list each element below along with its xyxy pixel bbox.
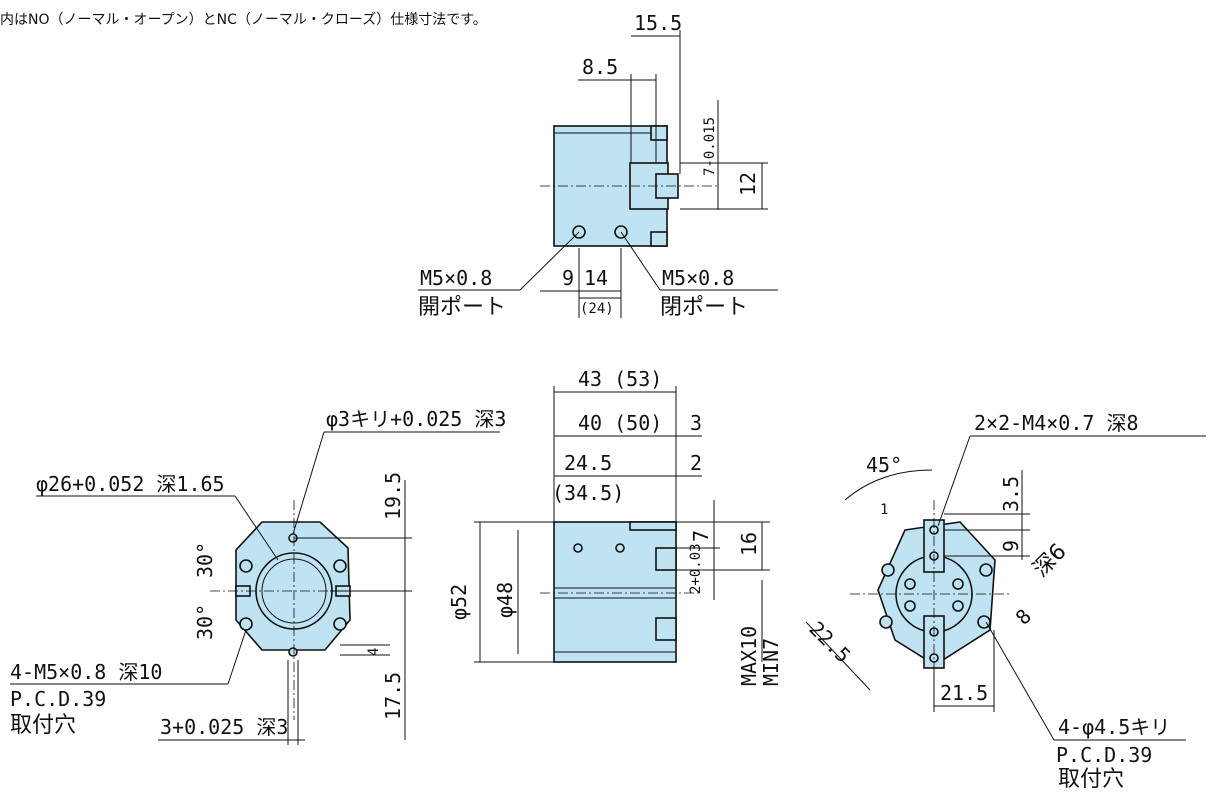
dim-12: 12 (736, 172, 760, 196)
open-port-label: 開ポート (418, 295, 506, 320)
right-view-mount-hole-2 (979, 563, 993, 577)
dim-3: 3 (690, 411, 702, 435)
middle-view-jaw-upper (655, 547, 677, 571)
dim-9: 9 (562, 266, 574, 290)
mount-spec: 4-M5×0.8 深10 (10, 660, 162, 684)
top-view: 15.5 8.5 7-0.015 12 M5×0.8 開ポート M5×0.8 閉… (418, 11, 778, 320)
caption-note: 内はNO（ノーマル・オープン）とNC（ノーマル・クローズ）仕様寸法です。 (0, 12, 487, 28)
middle-view: 43 (53) 40 (50) 3 24.5 (34.5) 2 φ52 φ48 … (447, 367, 783, 686)
leader-mount (227, 629, 247, 685)
right-view-screw-3 (904, 600, 916, 612)
mount-pcd: P.C.D.39 (10, 687, 106, 711)
dim-43: 43 (53) (578, 367, 662, 391)
dim-34-5: (34.5) (552, 481, 624, 505)
left-view-mount-hole-4 (333, 617, 347, 631)
dim-17-5: 17.5 (381, 672, 405, 720)
dim-14: 14 (584, 266, 608, 290)
pin-spec: φ3キリ+0.025 深3 (326, 407, 506, 431)
mount-label: 取付穴 (1058, 767, 1124, 792)
leader-pin (292, 431, 325, 535)
mount-spec: 4-φ4.5キリ (1058, 715, 1170, 739)
left-view-mount-hole-1 (239, 559, 253, 573)
leader-close-port (620, 231, 661, 291)
close-port-spec: M5×0.8 (662, 266, 734, 290)
angle-bottom: 30° (193, 604, 217, 640)
leader-bore (234, 495, 279, 561)
middle-view-port-2 (615, 543, 625, 553)
left-view-mount-hole-3 (239, 617, 253, 631)
dim-48: φ48 (493, 582, 517, 618)
middle-view-jaw-lower (655, 617, 677, 641)
leader-open-port (519, 231, 580, 291)
dim-16: 16 (737, 532, 761, 556)
dim-21-5: 21.5 (940, 681, 988, 705)
left-view-pin-hole-bottom (288, 647, 298, 657)
leader-mount (985, 621, 1055, 741)
thread-spec: 2×2-M4×0.7 深8 (974, 411, 1139, 435)
dim-depth-6: 深6 (1029, 539, 1072, 582)
dim-2: 2 (690, 451, 702, 475)
dim-52: φ52 (447, 584, 471, 620)
left-view-mount-hole-2 (333, 559, 347, 573)
dim-4: 4 (366, 648, 382, 656)
dim-24: (24) (580, 301, 614, 317)
dim-22-5: 22.5 (804, 617, 855, 668)
stroke-min: MIN7 (759, 638, 783, 686)
dim-7: 7-0.015 (702, 117, 718, 176)
dim-2-tolerance: 2+0.03 (688, 543, 704, 594)
right-view-screw-2 (952, 578, 964, 590)
angle-top: 30° (193, 542, 217, 578)
middle-view-top-lip (629, 521, 677, 531)
middle-view-body (553, 521, 677, 663)
right-view-screw-1 (904, 578, 916, 590)
dim-1: 1 (880, 502, 888, 518)
mount-label: 取付穴 (10, 713, 76, 738)
middle-view-port-1 (573, 543, 583, 553)
dim-line-22-5 (805, 621, 871, 691)
dim-7: 7 (689, 530, 713, 542)
slot-spec: 3+0.025 深3 (160, 715, 288, 739)
dim-9: 9 (999, 540, 1023, 552)
dim-24-5: 24.5 (564, 451, 612, 475)
angle-45: 45° (866, 453, 902, 477)
open-port-spec: M5×0.8 (420, 266, 492, 290)
right-view-mount-hole-1 (881, 563, 895, 577)
right-view-mount-hole-4 (977, 615, 991, 629)
mount-pcd: P.C.D.39 (1056, 743, 1152, 767)
dim-8: 8 (1011, 604, 1036, 629)
bore-spec: φ26+0.052 深1.65 (36, 472, 225, 496)
stroke-max: MAX10 (737, 626, 761, 686)
dim-8-5: 8.5 (582, 55, 618, 79)
right-view-screw-4 (952, 600, 964, 612)
top-view-corner-top (650, 125, 668, 141)
right-view: 2×2-M4×0.7 深8 45° 1 3.5 9 深6 8 22.5 21.5… (804, 411, 1206, 792)
close-port-label: 閉ポート (660, 295, 748, 320)
dim-19-5: 19.5 (381, 472, 405, 520)
left-view: φ26+0.052 深1.65 φ3キリ+0.025 深3 30° 30° 19… (10, 407, 506, 745)
right-view-mount-hole-3 (879, 615, 893, 629)
top-view-corner-bottom (650, 231, 668, 247)
leader-thread (937, 435, 971, 527)
dim-3-5: 3.5 (999, 476, 1023, 512)
dim-40: 40 (50) (578, 411, 662, 435)
angle-arc-45 (844, 469, 933, 501)
dim-15-5: 15.5 (634, 11, 682, 35)
